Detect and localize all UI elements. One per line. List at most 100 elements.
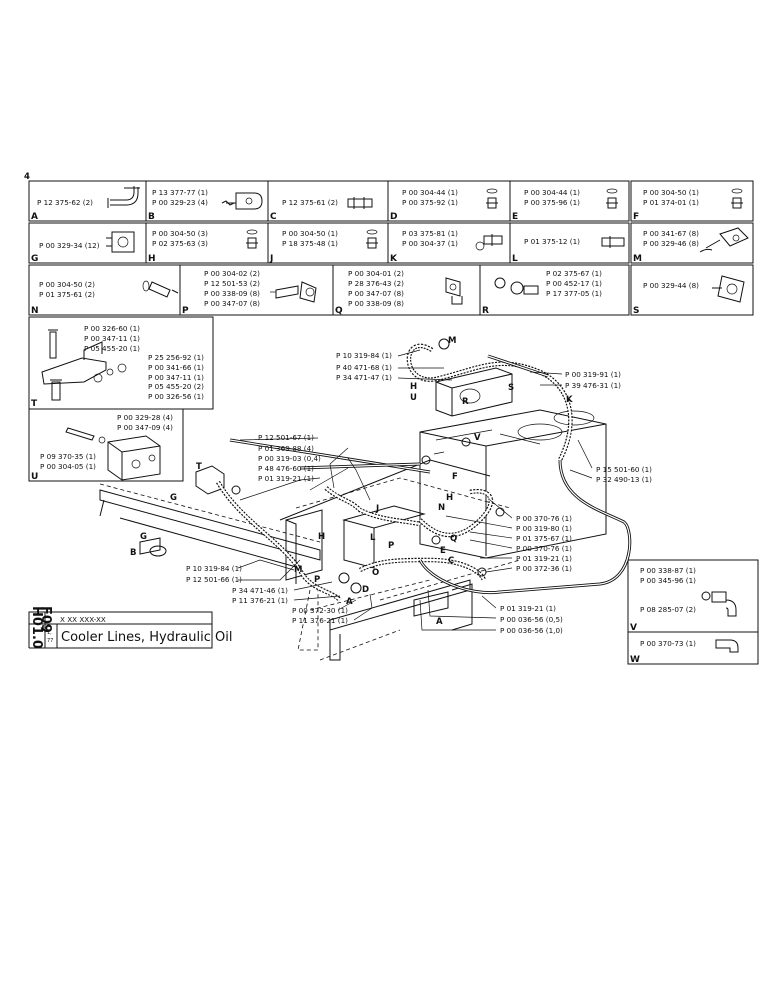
callout-label: P 01 375-67 (1) [516,534,572,543]
part-number: P 05 455-20 (1) [84,344,140,353]
marker-label: Q [450,534,457,544]
cell-M: P 00 341-67 (8) P 00 329-46 (8) M [633,227,749,264]
marker-label: H [410,382,417,392]
part-number: P 00 326-56 (1) [148,392,204,401]
callout-label: P 01 319-21 (1) [516,554,572,563]
part-number: P 00 304-50 (1) [643,188,699,197]
marker-label: V [474,433,481,443]
part-number: P 12 375-61 (2) [282,198,338,207]
part-number: P 00 347-07 (8) [348,289,404,298]
callout-label: P 34 471-47 (1) [336,373,392,382]
part-number: P 00 329-34 (12) [39,241,100,250]
callout-label: P 10 319-84 (1) [186,564,242,573]
straight-fitting-icon [347,197,373,209]
callout-label: P 48 476-60 (1) [258,464,314,473]
part-number: P 00 345-96 (1) [640,576,696,585]
marker-label: T [196,462,202,472]
elbow-fitting-icon [715,639,739,653]
hose-upper [406,343,573,462]
section-code: F09 [38,606,53,633]
marker-label: B [130,548,136,558]
part-number: P 00 375-96 (1) [524,198,580,207]
callout-label: P 11 376-21 (1) [292,616,348,625]
part-number: P 00 329-28 (4) [117,413,173,422]
main-assembly-drawing [99,338,632,661]
cell-letter: J [269,254,273,264]
cell-C: P 12 375-61 (2) C [270,197,373,222]
title-block: X XX XXX-XX 1, 77 Cooler Lines, Hydrauli… [28,606,232,649]
cell-A: P 12 375-62 (2) A [31,186,140,222]
cell-letter: V [630,623,637,633]
part-number: P 02 375-67 (1) [546,269,602,278]
marker-label: P [314,575,320,585]
cell-letter: M [633,254,642,264]
callout-label: P 11 376-21 (1) [232,596,288,605]
part-number: P 00 304-37 (1) [402,239,458,248]
cell-E: P 00 304-44 (1) P 00 375-96 (1) E [512,188,618,222]
part-number: P 12 375-62 (2) [37,198,93,207]
cell-letter: G [31,254,38,264]
callout-leaders [237,349,593,631]
part-number: P 02 375-63 (3) [152,239,208,248]
flange-adapter-icon [275,281,317,303]
marker-label: D [362,585,369,595]
plug-fitting-icon [366,237,378,249]
part-number: P 00 338-09 (8) [348,299,404,308]
straight-fitting-icon [601,236,625,248]
cell-letter: Q [335,306,343,316]
marker-label: A [346,597,353,607]
cooler-motor-icon [699,227,749,253]
part-number: P 12 501-53 (2) [204,279,260,288]
flange-icon [106,231,135,253]
revision-bottom: 77 [47,638,53,644]
callout-label: P 32 490-13 (1) [596,475,652,484]
pump-unit [435,367,513,417]
cell-letter: P [182,306,189,316]
marker-label: E [440,546,446,556]
part-number: P 00 304-50 (3) [152,229,208,238]
o-ring-icon [606,188,618,194]
revision-top: 1, [47,630,52,636]
o-ring-icon [366,229,378,235]
cell-B: P 13 377-77 (1) P 00 329-23 (4) B [148,188,263,222]
part-number: P 00 304-50 (1) [282,229,338,238]
page-code-vertical: H01.0 [29,606,44,649]
part-number: P 01 375-12 (1) [524,237,580,246]
cell-J: P 00 304-50 (1) P 18 375-48 (1) J [269,229,378,264]
hydraulic-tank [419,409,607,559]
callout-label: P 39 476-31 (1) [565,381,621,390]
part-number: P 28 376-43 (2) [348,279,404,288]
cell-P: P 00 304-02 (2) P 12 501-53 (2) P 00 338… [182,269,317,316]
marker-label: J [375,504,379,514]
marker-label: R [462,397,469,407]
cell-G: P 00 329-34 (12) G [31,231,135,264]
part-number: P 00 329-44 (8) [643,281,699,290]
callout-label: P 00 036-56 (1,0) [500,626,563,635]
straight-fitting-icon [148,281,179,298]
washer-icon [510,281,524,295]
letter-markers: H U R S K M V T G F J H N L P Q E C D A … [130,336,573,627]
part-number: P 00 326-60 (1) [84,324,140,333]
flange-fitting-icon [221,192,263,210]
cell-V: P 00 338-87 (1) P 00 345-96 (1) P 08 285… [630,566,737,633]
part-number: P 13 377-77 (1) [152,188,208,197]
cell-letter: S [633,306,639,316]
part-number: P 09 370-35 (1) [40,452,96,461]
marker-label: S [508,383,514,393]
sheet-code: X XX XXX-XX [60,615,106,624]
marker-label: U [410,393,417,403]
flange-icon [712,275,745,303]
cell-letter: C [270,212,277,222]
cell-letter: D [390,212,397,222]
chassis-frame [99,459,491,569]
marker-label: M [294,565,302,575]
callout-label: P 00 370-76 (1) [516,514,572,523]
cell-L: P 01 375-12 (1) L [512,236,625,264]
part-number: P 00 370-73 (1) [640,639,696,648]
elbow-flange-icon [445,277,463,305]
callout-label: P 34 471-46 (1) [232,586,288,595]
marker-label: F [452,472,458,482]
part-number: P 18 375-48 (1) [282,239,338,248]
o-ring-icon [246,229,258,235]
